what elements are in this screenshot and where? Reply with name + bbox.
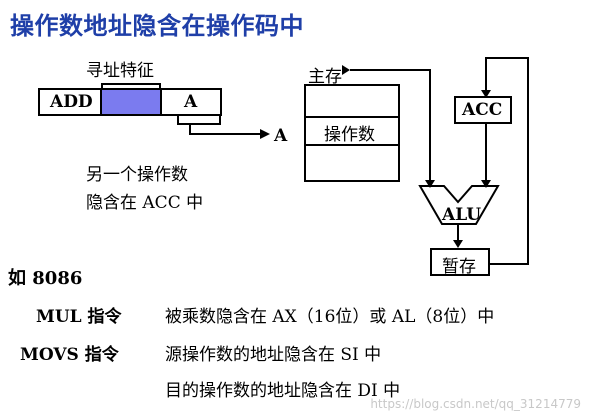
- mem-arrowhead: [342, 65, 350, 75]
- main-memory: 操作数: [304, 84, 400, 182]
- temp-text: 暂存: [442, 257, 476, 277]
- pointer-arrowhead: [260, 129, 270, 139]
- example-instr-2: MOVS 指令: [20, 345, 119, 365]
- page-title: 操作数地址隐含在操作码中: [10, 12, 304, 40]
- example-desc-2: 源操作数的地址隐含在 SI 中: [165, 345, 382, 365]
- mem-to-alu: [350, 69, 431, 182]
- example-desc-1: 被乘数隐含在 AX（16位）或 AL（8位）中: [165, 307, 495, 327]
- memory-label: 主存: [308, 67, 342, 87]
- example-desc-3: 目的操作数的地址隐含在 DI 中: [165, 381, 401, 401]
- alu-left-arrowhead: [425, 180, 435, 188]
- watermark: https://blog.csdn.net/qq_31214779: [370, 397, 581, 411]
- note-line-1: 另一个操作数: [86, 165, 188, 185]
- note-line-2: 隐含在 ACC 中: [86, 193, 204, 213]
- opcode-text: ADD: [50, 92, 93, 112]
- opcode-field: ADD: [38, 88, 102, 116]
- temp-register: 暂存: [430, 248, 490, 277]
- operand-brace: [177, 116, 221, 125]
- alu-right-arrowhead: [481, 180, 491, 188]
- pointer-line: [189, 124, 262, 135]
- alu-label: ALU: [442, 205, 482, 225]
- addr-feature-field: [100, 88, 162, 116]
- acc-in-arrowhead: [481, 90, 491, 98]
- operand-cell: 操作数: [324, 125, 375, 145]
- operand-text: A: [184, 92, 198, 112]
- temp-in-arrowhead: [453, 240, 463, 248]
- example-instr-1: MUL 指令: [36, 307, 122, 327]
- temp-loop: [485, 57, 529, 265]
- acc-register: ACC: [454, 96, 512, 124]
- pointer-target: A: [274, 126, 288, 146]
- examples-heading: 如 8086: [8, 268, 83, 289]
- addr-feature-label: 寻址特征: [86, 61, 154, 81]
- operand-field: A: [160, 88, 222, 116]
- acc-text: ACC: [462, 100, 503, 120]
